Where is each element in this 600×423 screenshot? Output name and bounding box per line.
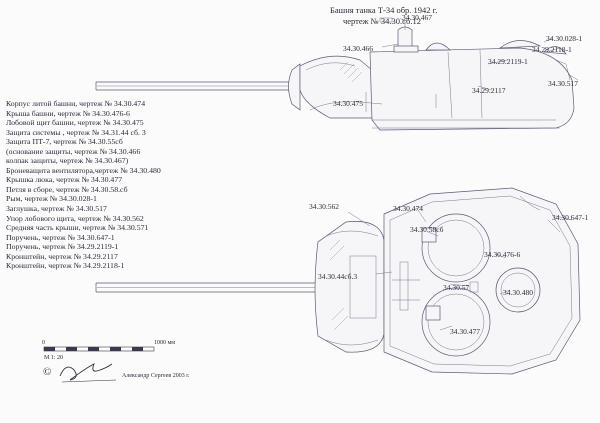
parts-list: Корпус литой башни, чертеж № 34.30.474 К… (6, 99, 206, 271)
parts-list-item: колпак защиты, чертеж № 34.30.467) (6, 156, 129, 166)
parts-list-item: (основание защиты, чертеж № 34.30.466 (6, 146, 141, 156)
label-34-30-57: 34.30.57 (443, 283, 470, 292)
label-34-30-480: 34.30.480 (503, 288, 533, 297)
scale-zero: 0 (42, 340, 45, 346)
label-34-30-517: 34.30.517 (548, 79, 578, 88)
parts-list-item: Крыша башни, чертеж № 34.30.476-6 (6, 108, 130, 118)
parts-list-item: Крышка люка, чертеж № 34.30.477 (6, 175, 123, 185)
label-34-29-2117: 34.29.2117 (472, 86, 506, 95)
parts-list-item: Кронштейн, чертеж № 34.29.2118-1 (6, 261, 125, 271)
label-34-30-44sb3: 34.30.44сб.3 (318, 272, 358, 281)
signature (59, 363, 117, 383)
parts-list-item: Защита системы , чертеж № 34.31.44 сб. 3 (6, 127, 146, 137)
copyright-icon: © (43, 366, 52, 378)
parts-list-item: Броневащита вентилятора,чертеж № 34.30.4… (6, 165, 161, 175)
parts-list-item: Рым, чертеж № 34.30.028-1 (6, 194, 97, 204)
top-view (95, 187, 581, 375)
parts-list-item: Защита ПТ-7, чертеж № 34.30.55сб (6, 137, 123, 147)
label-34-29-2118-1: 34.29.2118-1 (532, 45, 572, 54)
label-34-30-647-1: 34.30.647-1 (552, 213, 589, 222)
scale-bar (43, 346, 155, 352)
parts-list-item: Упор лобового щита, чертеж № 34.30.562 (6, 213, 144, 223)
label-34-30-58sb: 34.30.58сб (410, 225, 444, 234)
label-34-30-028-1: 34.30.028-1 (546, 34, 583, 43)
label-34-30-466: 34.30.466 (343, 44, 373, 53)
label-34-30-477: 34.30.477 (450, 327, 480, 336)
author-credit: Александр Сергеев 2003 г. (122, 373, 190, 379)
scale-ratio: М 1: 20 (44, 355, 64, 361)
parts-list-item: Заглушка, чертеж № 34.30.517 (6, 204, 107, 214)
label-34-30-474: 34.30.474 (393, 204, 423, 213)
parts-list-item: Корпус литой башни, чертеж № 34.30.474 (6, 99, 146, 108)
parts-list-item: Лобовой щит башни, чертеж № 34.30.475 (6, 118, 144, 128)
title-line-2: чертеж № 34.30.сб.12 (343, 16, 421, 26)
parts-list-item: Кронштейн, чертеж № 34.29.2117 (6, 251, 118, 261)
label-34-30-475: 34.30.475 (333, 99, 363, 108)
label-34-29-2119-1: 34.29.2119-1 (488, 57, 528, 66)
parts-list-item: Средняя часть крыши, чертеж № 34.30.571 (6, 223, 149, 233)
scale-max: 1000 мм (154, 340, 176, 346)
parts-list-item: Поручень, чертеж № 34.29.2119-1 (6, 242, 119, 252)
label-34-30-476-6: 34.30.476-6 (484, 250, 521, 259)
title-line-1: Башня танка Т-34 обр. 1942 г. (330, 5, 438, 15)
parts-list-item: Петля в сборе, чертеж № 34.30.58.сб (6, 184, 128, 194)
label-34-30-562: 34.30.562 (309, 202, 339, 211)
parts-list-item: Поручень, чертеж № 34.30.647-1 (6, 232, 115, 242)
label-34-30-467: 34.30.467 (402, 13, 432, 22)
side-view (95, 17, 579, 131)
